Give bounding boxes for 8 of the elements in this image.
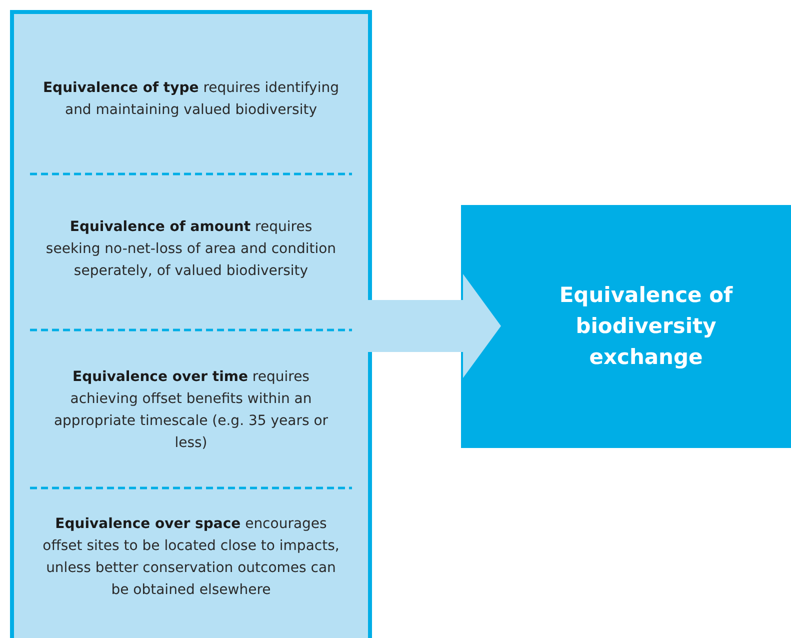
panel — [10, 10, 372, 638]
result-box — [461, 205, 791, 448]
description-text: Equivalence of amount requires seeking no-net-loss of area and condition seperately, of valued biodiversity — [44, 218, 338, 281]
description-text: Equivalence over space encourages offset sites to be located close to impacts, unless better conservation outcomes can be obtained elsewhere — [42, 514, 340, 600]
result-text: Equivalence of biodiversity exchange — [558, 282, 734, 371]
description-text: Equivalence over time requires achieving offset benefits within an appropriate timescale (e.g. 35 years or less) — [52, 368, 330, 453]
arrow — [366, 274, 501, 378]
description-text: Equivalence of type requires identifying and maintaining valued biodiversity — [42, 79, 340, 120]
